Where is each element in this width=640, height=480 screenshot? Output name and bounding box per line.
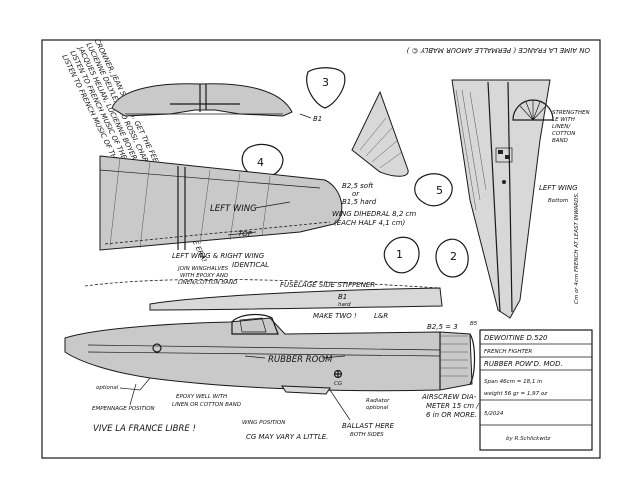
cg-vary-label: CG MAY VARY A LITTLE. <box>246 433 328 441</box>
balsa-soft-label: B2,5 soft <box>342 182 374 190</box>
strengthen-note: BAND <box>552 138 568 144</box>
or-label: or <box>352 190 360 198</box>
dihedral-half-label: (EACH HALF 4,1 cm) <box>334 219 406 227</box>
radiator-optional-label: optional <box>366 405 389 411</box>
top-view-side-note: Cm or 4cm FRENCH AT LEAST INWARDS. <box>574 192 580 304</box>
part-number: 5 <box>436 184 443 197</box>
title-block <box>479 329 593 451</box>
empennage-label: EMPENNAGE POSITION <box>92 406 155 412</box>
strengthen-note: LE WITH <box>552 117 575 123</box>
model-type: RUBBER POW'D. MOD. <box>484 360 563 368</box>
lr-label: L&R <box>374 312 388 320</box>
fuselage-top-view <box>451 79 554 319</box>
stiffener-material: B1 <box>338 293 347 301</box>
airscrew-note: METER 15 cm / <box>426 402 479 410</box>
part-number: 2 <box>450 250 457 263</box>
model-subtitle: FRENCH FIGHTER <box>484 349 532 355</box>
ballast-label: BALLAST HERE <box>342 422 395 430</box>
date-label: 5/2024 <box>484 411 504 417</box>
make-two-label: MAKE TWO ! <box>313 312 357 320</box>
model-name: DEWOITINE D.520 <box>484 334 548 342</box>
b25-label: B2,5 = 3 <box>427 323 458 331</box>
join-note: WITH EPOXY AND <box>180 273 228 279</box>
tailplane-material: B1 <box>313 115 322 123</box>
strengthen-note: STRENGTHEN <box>552 110 590 116</box>
stiffener-hard: hard <box>338 302 351 308</box>
part-3: 3 <box>306 67 346 109</box>
radiator-label: Radiator <box>366 398 390 404</box>
side-stiffener <box>84 279 443 311</box>
wing-position-label: WING POSITION <box>242 420 285 426</box>
part-number: 4 <box>257 156 264 169</box>
strengthen-note: COTTON <box>552 131 575 137</box>
fin <box>351 90 409 177</box>
b5-label: B5 <box>470 321 478 327</box>
part-2: 2 <box>435 238 469 278</box>
strengthen-note: LINEN/ <box>552 124 571 130</box>
tailplane <box>111 83 293 117</box>
dihedral-label: WING DIHEDRAL 8,2 cm <box>332 210 416 218</box>
epoxy-note: EPOXY WELL WITH <box>176 394 227 400</box>
airscrew-note: AIRSCREW DIA- <box>421 393 477 401</box>
left-wing-label: LEFT WING <box>210 204 257 214</box>
stiffener-title: FUSELAGE SIDE STIFFENER <box>280 281 375 289</box>
epoxy-note: LINEN OR COTTON BAND <box>172 402 241 408</box>
balsa-hard-label: B1,5 hard <box>342 198 377 206</box>
join-note: LINEN/COTTON BAND <box>178 280 237 286</box>
top-view-left-wing: LEFT WING <box>539 184 578 192</box>
join-note: JOIN WINGHALVES <box>177 266 229 272</box>
part-number: 3 <box>322 76 329 89</box>
left-wing <box>99 155 343 251</box>
weight-label: weight 56 gr = 1,97 oz <box>484 391 547 397</box>
fuselage-side <box>64 313 476 395</box>
ballast-sides-label: BOTH SIDES <box>350 432 384 438</box>
vive-label: VIVE LA FRANCE LIBRE ! <box>93 424 196 434</box>
cg-label: CG <box>334 381 342 387</box>
rubber-room-label: RUBBER ROOM <box>268 355 333 365</box>
airscrew-note: 6 in OR MORE. <box>426 411 477 419</box>
optional-label: optional <box>96 385 119 391</box>
part-number: 1 <box>396 248 403 261</box>
span-label: Span 46cm = 18,1 in <box>484 379 543 385</box>
identical-label: IDENTICAL <box>232 261 269 269</box>
sheet-border <box>41 39 601 459</box>
left-right-wing-label: LEFT WING & RIGHT WING <box>172 252 265 260</box>
top-line-text: ON AIME LA FRANCE ( PERMALLE AMOUR MABLY… <box>406 46 590 54</box>
part-1: 1 <box>383 236 420 274</box>
author-label: by R.Schlickwitz <box>506 436 551 442</box>
top-label: TOP <box>238 230 253 238</box>
top-view-bottom: Bottom <box>548 198 568 204</box>
part-5: 5 <box>414 173 453 207</box>
